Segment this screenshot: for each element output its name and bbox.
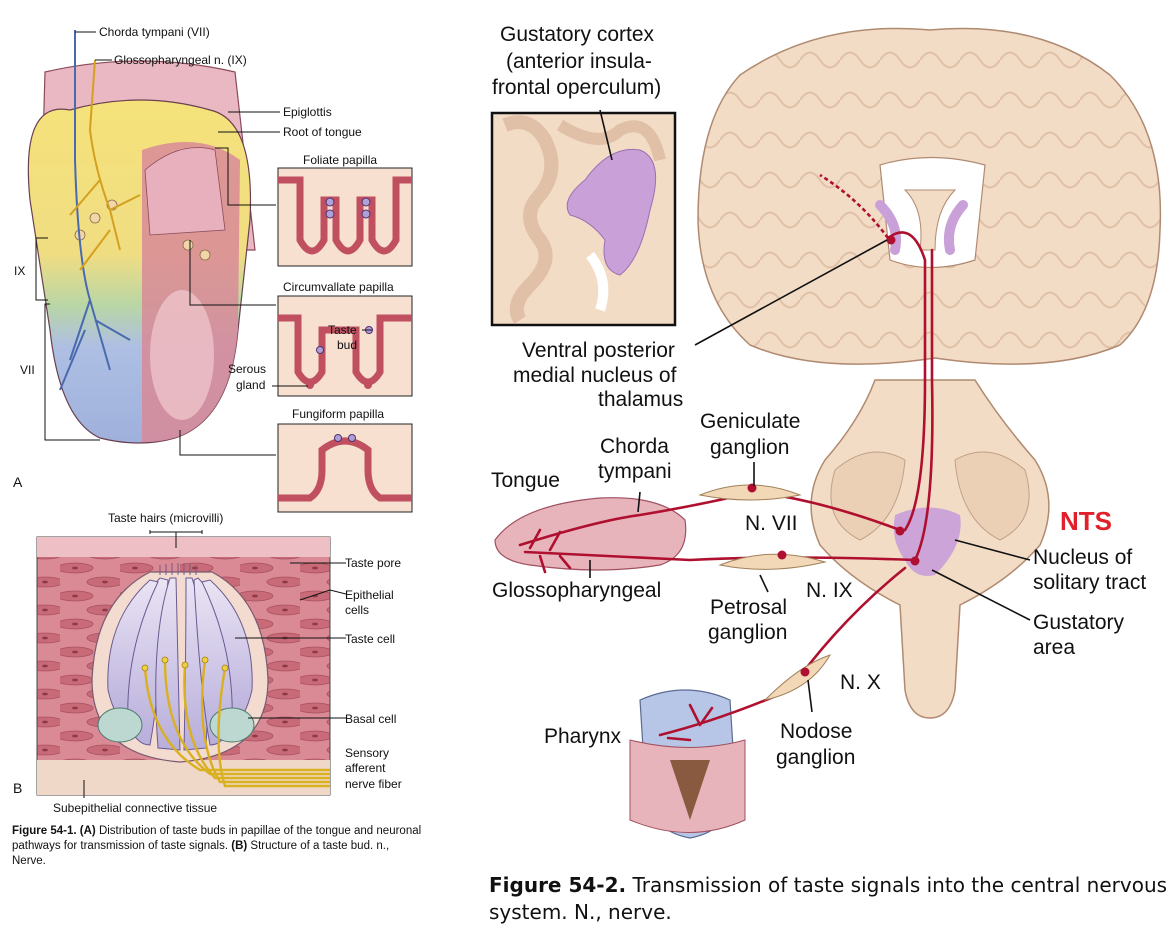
epithelial-cells-label-2: cells (345, 603, 369, 617)
caption-1-b-text: Structure of a taste bud. n., Nerve. (12, 840, 390, 867)
taste-cell-label: Taste cell (345, 632, 395, 646)
chorda-tympani-label-1: Chorda (600, 435, 669, 458)
ganglia (698, 484, 832, 701)
basal-cell-left (97, 707, 143, 743)
petrosal-ganglion (718, 553, 827, 570)
nodose-ganglion-label-2: ganglion (776, 746, 855, 769)
vpm-label-1: Ventral posterior (522, 339, 675, 362)
serous-gland-label-1: Serous (228, 362, 266, 376)
ix-bracket-label: IX (14, 264, 25, 278)
basal-cell-right (209, 707, 255, 743)
geniculate-ganglion (698, 484, 802, 501)
root-of-tongue-label: Root of tongue (283, 125, 362, 139)
chorda-tympani-label-2: tympani (598, 460, 672, 483)
nodose-ganglion (763, 654, 832, 701)
glossopharyngeal-label: Glossopharyngeal (492, 579, 661, 602)
nts-label: NTS (1060, 506, 1112, 536)
fungiform-region (150, 290, 214, 420)
figure-54-1-panel-a: Chorda tympani (VII) Glossopharyngeal n.… (13, 25, 413, 513)
fungiform-papilla-box (277, 423, 413, 513)
glossopharyngeal-nerve (69, 59, 141, 271)
glossopharyngeal-label: Glossopharyngeal n. (IX) (114, 53, 247, 67)
vpm-label-2: medial nucleus of (513, 364, 677, 387)
caption-1-number: Figure 54-1. (12, 825, 77, 837)
gustatory-cortex-label-3: frontal operculum) (492, 76, 661, 99)
insula-right-highlight (943, 200, 968, 255)
panel-a-letter: A (13, 474, 23, 490)
caption-1-b-tag: (B) (231, 840, 248, 852)
sensory-fiber-label-3: nerve fiber (345, 777, 402, 791)
caption-2-text: Transmission of taste signals into the c… (489, 873, 1168, 924)
taste-pore-label: Taste pore (345, 556, 401, 570)
vpm-label-3: thalamus (598, 388, 683, 411)
caption-1-a-tag: (A) (79, 825, 96, 837)
nucleus-solitary-tract-label-1: Nucleus of (1033, 546, 1132, 569)
root-of-tongue-region (144, 147, 226, 236)
circumvallate-papilla-label: Circumvallate papilla (283, 280, 394, 294)
basal-cell-label: Basal cell (345, 712, 396, 726)
n-x-label: N. X (840, 671, 881, 694)
gustatory-area-label-2: area (1033, 636, 1075, 659)
nucleus-solitary-tract-label-2: solitary tract (1033, 571, 1146, 594)
circumvallate-papilla-box (277, 295, 413, 397)
foliate-papilla-box (277, 167, 413, 267)
petrosal-ganglion-label-2: ganglion (708, 621, 787, 644)
epiglottis-label: Epiglottis (283, 105, 332, 119)
figure-54-1-caption: Figure 54-1. (A) Distribution of taste b… (12, 824, 422, 869)
gustatory-cortex-label-1: Gustatory cortex (500, 23, 655, 46)
pharynx-label: Pharynx (544, 725, 622, 748)
insula-left-highlight (875, 200, 901, 255)
figure-54-2: Gustatory cortex (anterior insula- front… (490, 23, 1162, 839)
chorda-tympani-label: Chorda tympani (VII) (99, 25, 210, 39)
gustatory-area-label-1: Gustatory (1033, 611, 1125, 634)
foliate-papilla-label: Foliate papilla (303, 153, 377, 167)
fungiform-papilla-label: Fungiform papilla (292, 407, 384, 421)
vii-bracket-label: VII (20, 363, 35, 377)
panel-b-letter: B (13, 780, 22, 796)
n-ix-label: N. IX (806, 579, 853, 602)
geniculate-ganglion-label-2: ganglion (710, 436, 789, 459)
taste-hairs-label: Taste hairs (microvilli) (108, 511, 223, 525)
gustatory-cortex-label-2: (anterior insula- (506, 50, 652, 73)
taste-bud-label-2: bud (337, 338, 357, 352)
geniculate-ganglion-label-1: Geniculate (700, 410, 800, 433)
serous-gland-label-2: gland (236, 378, 265, 392)
synapse-dots (747, 235, 920, 677)
caption-1-a-text: Distribution of taste buds in papillae o… (12, 825, 422, 852)
figure-54-1-panel-b: Taste hairs (microvilli) Taste pore Epit… (13, 511, 402, 815)
n-vii-label: N. VII (745, 512, 798, 535)
caption-2-number: Figure 54-2. (489, 873, 627, 897)
nodose-ganglion-label-1: Nodose (780, 720, 852, 743)
subepithelial-label: Subepithelial connective tissue (53, 801, 217, 815)
gustatory-cortex-area (566, 148, 657, 276)
sensory-nerve-fibers (143, 659, 330, 788)
taste-bud-label-1: Taste (328, 323, 357, 337)
tongue-label: Tongue (491, 469, 560, 492)
sensory-endings (141, 656, 229, 672)
gustatory-cortex-inset (490, 111, 677, 327)
epithelial-cells-label-1: Epithelial (345, 588, 394, 602)
chorda-tympani-nerve (59, 30, 131, 391)
figure-54-2-caption: Figure 54-2. Transmission of taste signa… (489, 872, 1169, 926)
sensory-fiber-label-2: afferent (345, 761, 386, 775)
sensory-fiber-label-1: Sensory (345, 746, 389, 760)
taste-hairs (159, 563, 197, 575)
petrosal-ganglion-label-1: Petrosal (710, 596, 787, 619)
taste-cells (107, 577, 253, 751)
